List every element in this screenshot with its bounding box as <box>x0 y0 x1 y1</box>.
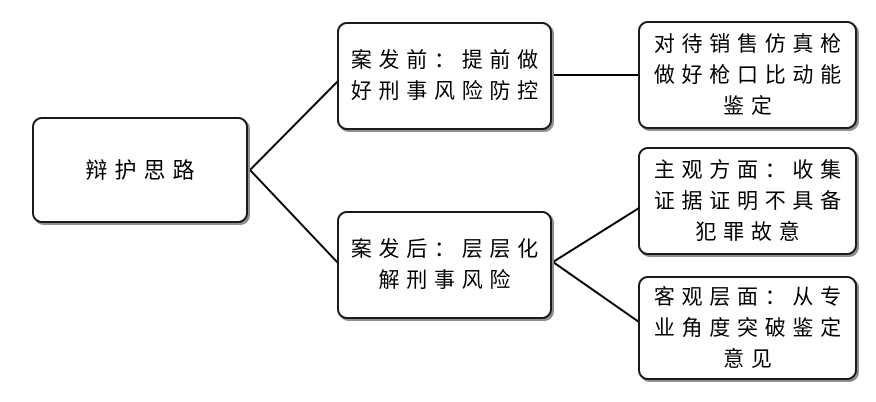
connector-root-to-post <box>249 169 339 264</box>
connector-root-to-pre <box>249 80 339 171</box>
node-label-line: 证据证明不具备 <box>653 188 848 213</box>
node-defense-strategy: 辩护思路 <box>32 117 248 223</box>
node-label-line: 辩护思路 <box>85 157 202 183</box>
node-post-incident-resolution: 案发后：层层化 解刑事风险 <box>337 211 552 319</box>
node-label-line: 犯罪故意 <box>695 219 807 244</box>
node-label-line: 好刑事风险防控 <box>350 79 545 103</box>
node-label-line: 解刑事风险 <box>378 268 518 292</box>
node-subjective-aspect-evidence: 主观方面：收集 证据证明不具备 犯罪故意 <box>638 147 857 255</box>
node-label-line: 意见 <box>723 346 779 371</box>
node-muzzle-energy-appraisal: 对待销售仿真枪 做好枪口比动能 鉴定 <box>638 21 857 129</box>
node-label-line: 鉴定 <box>723 93 779 118</box>
node-label-line: 业角度突破鉴定 <box>653 315 848 340</box>
node-pre-incident-prevention: 案发前：提前做 好刑事风险防控 <box>337 22 552 130</box>
node-label-line: 客观层面：从专 <box>653 284 848 309</box>
node-label-line: 对待销售仿真枪 <box>653 31 848 56</box>
node-label-line: 案发前：提前做 <box>350 48 545 72</box>
connector-post-to-subjective <box>552 207 640 263</box>
connector-post-to-objective <box>552 261 640 323</box>
node-objective-aspect-appraisal-challenge: 客观层面：从专 业角度突破鉴定 意见 <box>638 276 857 380</box>
node-label-line: 做好枪口比动能 <box>653 62 848 87</box>
node-label-line: 案发后：层层化 <box>350 237 545 261</box>
node-label-line: 主观方面：收集 <box>653 157 848 182</box>
